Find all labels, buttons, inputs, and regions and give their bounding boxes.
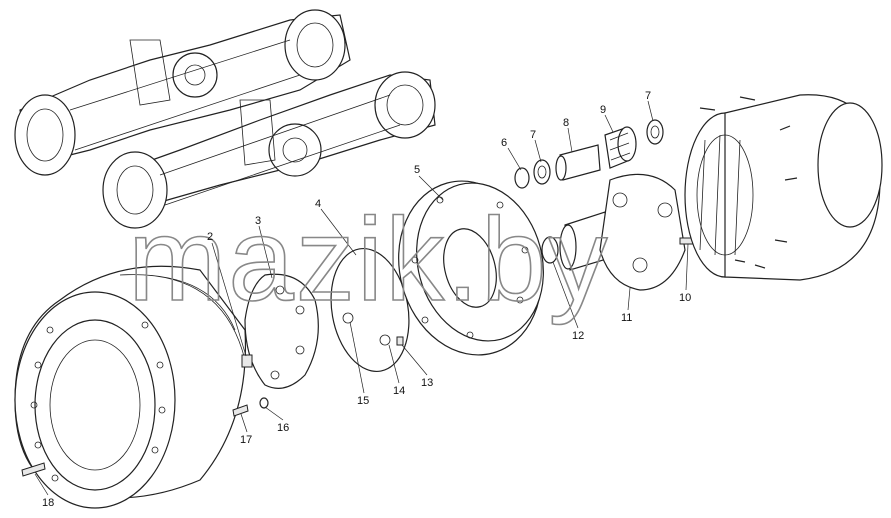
snap-ring-part-6 xyxy=(514,167,530,189)
callout-9: 9 xyxy=(600,104,606,116)
watermark-text: mazik.by xyxy=(128,194,610,326)
sun-gear xyxy=(559,211,611,271)
gasket-part-3 xyxy=(244,273,319,389)
gear-part-9 xyxy=(604,126,637,169)
rear-axle-assembly-top xyxy=(14,9,351,176)
callout-2: 2 xyxy=(207,231,213,243)
ring-gear-hub-assembly xyxy=(684,94,883,281)
ring-part-12 xyxy=(541,236,559,264)
callout-6: 6 xyxy=(501,137,507,149)
callout-14: 14 xyxy=(393,385,405,397)
nut-part-2 xyxy=(241,354,253,368)
callout-16: 16 xyxy=(277,422,289,434)
wheel-stud-part-18 xyxy=(21,462,46,477)
hub-part-5 xyxy=(398,180,544,356)
brake-drum xyxy=(14,265,247,509)
washer-part-16 xyxy=(259,397,269,409)
planet-carrier-part-11 xyxy=(599,173,686,291)
shaft-part-8 xyxy=(555,144,601,181)
callout-3: 3 xyxy=(255,215,261,227)
callout-8: 8 xyxy=(563,117,569,129)
callout-labels: 2 3 4 5 6 7 7 8 9 10 11 12 13 14 15 16 1… xyxy=(42,90,691,509)
callout-10: 10 xyxy=(679,292,691,304)
bolt-part-17 xyxy=(232,404,249,417)
cover-plate-part-4 xyxy=(330,247,410,373)
callout-17: 17 xyxy=(240,434,252,446)
callout-11: 11 xyxy=(621,312,632,324)
callout-15: 15 xyxy=(357,395,369,407)
bolt-part-13 xyxy=(396,336,404,346)
callout-5: 5 xyxy=(414,164,420,176)
callout-12: 12 xyxy=(572,330,584,342)
callout-4: 4 xyxy=(315,198,321,210)
callout-7-right: 7 xyxy=(645,90,651,102)
washer-part-7-left xyxy=(533,159,551,185)
callout-7-left: 7 xyxy=(530,129,536,141)
callout-13: 13 xyxy=(421,377,433,389)
callout-18: 18 xyxy=(42,497,54,509)
rear-axle-assembly-bottom xyxy=(102,71,436,229)
wheel-bolt-holes xyxy=(30,321,166,482)
leader-lines xyxy=(34,100,689,496)
washer-part-7-right xyxy=(646,119,664,145)
